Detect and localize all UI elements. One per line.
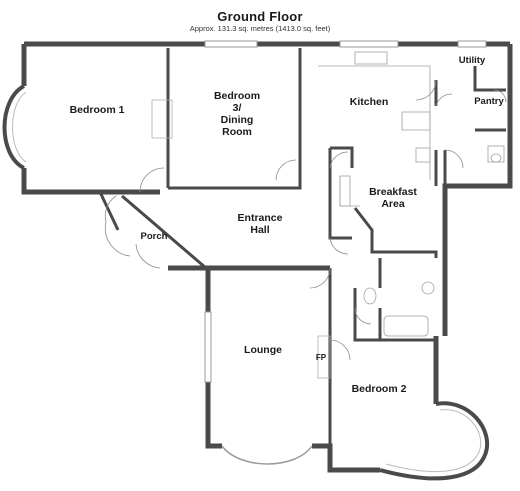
room-pantry: Pantry xyxy=(474,96,504,107)
room-breakfast-area: Breakfast Area xyxy=(369,186,417,210)
inner-walls xyxy=(166,48,506,446)
room-utility: Utility xyxy=(458,55,486,66)
bay-window-bedroom-2 xyxy=(379,401,489,481)
page-title: Ground Floor xyxy=(217,9,303,24)
bay-window-bedroom-1 xyxy=(2,84,26,170)
door-swings xyxy=(104,79,507,361)
fireplace-label: FP xyxy=(315,353,327,362)
porch-walls xyxy=(98,191,207,270)
fixtures xyxy=(151,99,331,379)
outer-walls xyxy=(21,41,513,473)
room-bedroom-3: Bedroom 3/ Dining Room xyxy=(213,90,261,138)
room-bedroom-2: Bedroom 2 xyxy=(351,383,407,395)
room-kitchen: Kitchen xyxy=(349,96,389,108)
room-porch: Porch xyxy=(140,231,168,242)
area-subtitle: Approx. 131.3 sq. metres (1413.0 sq. fee… xyxy=(189,24,331,33)
bathroom-fittings xyxy=(363,145,505,337)
kitchen-units xyxy=(318,51,431,207)
room-lounge: Lounge xyxy=(244,344,282,356)
room-bedroom-1: Bedroom 1 xyxy=(69,104,125,116)
windows xyxy=(204,40,487,383)
bay-window-lounge xyxy=(221,445,313,465)
room-entrance-hall: Entrance Hall xyxy=(237,212,283,236)
